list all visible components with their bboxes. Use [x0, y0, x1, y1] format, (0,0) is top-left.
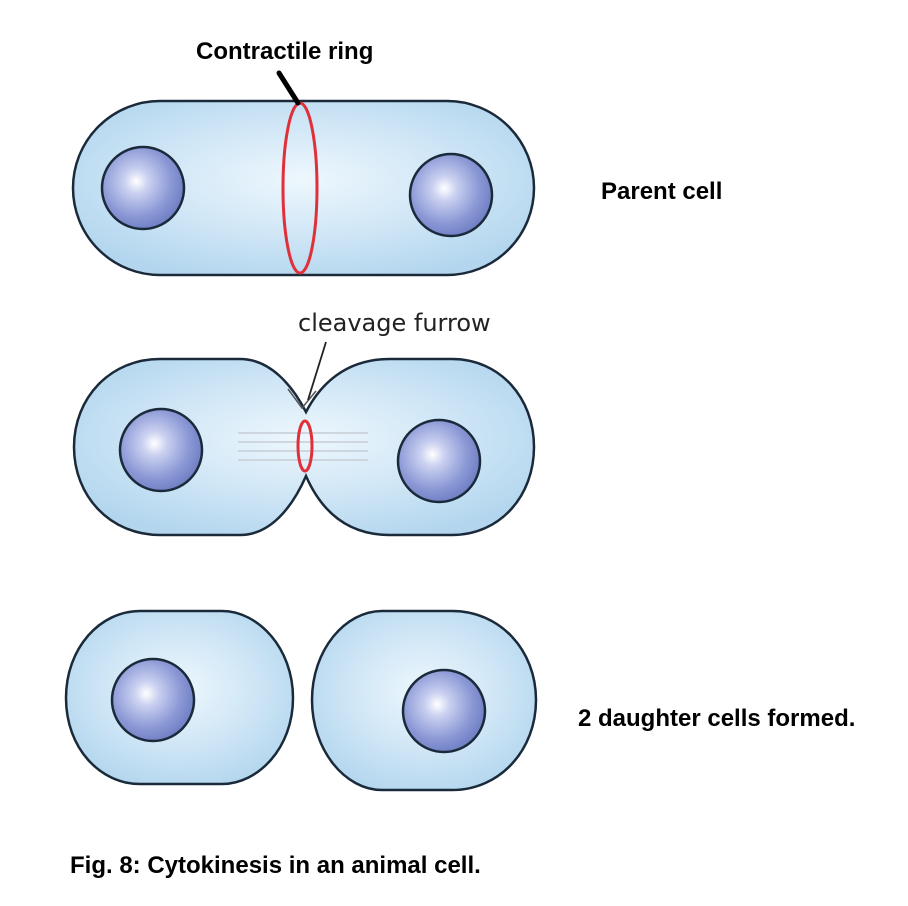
- contractile-ring-pointer: [276, 70, 301, 106]
- parent-nucleus-left: [100, 145, 186, 231]
- daughter-nucleus-left: [110, 657, 196, 743]
- dividing-cell-stage: [72, 341, 536, 537]
- cleavage-furrow-mark: [287, 388, 317, 410]
- cleavage-furrow-label: cleavage furrow: [298, 309, 491, 337]
- daughter-cells-label: 2 daughter cells formed.: [578, 705, 855, 732]
- parent-nucleus-right: [408, 152, 494, 238]
- cleavage-furrow-pointer: [307, 341, 327, 401]
- dividing-nucleus-left: [118, 407, 204, 493]
- parent-cell: [71, 99, 536, 277]
- contractile-ring-label: Contractile ring: [196, 38, 373, 65]
- figure-caption: Fig. 8: Cytokinesis in an animal cell.: [70, 852, 481, 879]
- parent-cell-stage: [71, 70, 536, 277]
- parent-cell-label: Parent cell: [601, 178, 722, 205]
- contracting-ring: [296, 419, 314, 473]
- dividing-nucleus-right: [396, 418, 482, 504]
- daughter-cells-stage: [64, 609, 538, 792]
- daughter-nucleus-right: [401, 668, 487, 754]
- spindle-fibers: [238, 432, 368, 461]
